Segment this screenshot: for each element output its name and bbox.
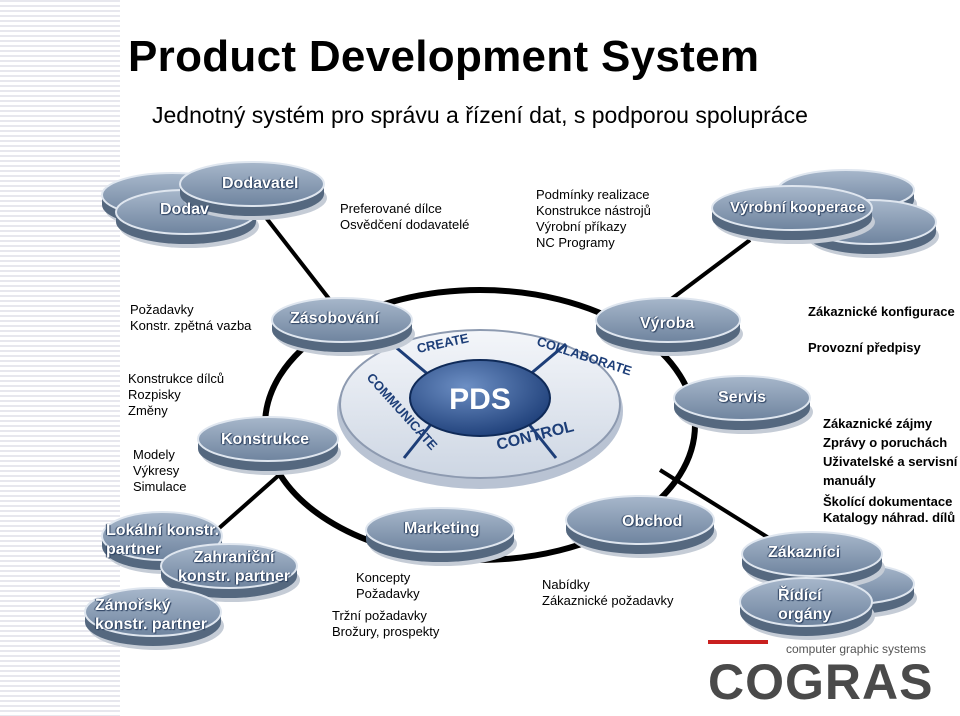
disk-servis bbox=[673, 375, 813, 434]
note-modely: Modely Výkresy Simulace bbox=[133, 447, 187, 494]
node-konstrukce[interactable]: Konstrukce bbox=[221, 431, 310, 448]
disk-dodavatel bbox=[179, 161, 327, 220]
node-ridici-line2: orgány bbox=[778, 606, 832, 623]
node-zamorsky-partner[interactable]: Zámořský konstr. partner bbox=[95, 596, 207, 634]
note-zakaznicke-konfigurace: Zákaznické konfigurace bbox=[808, 304, 955, 319]
disk-ridici bbox=[739, 577, 875, 640]
logo-tagline: computer graphic systems bbox=[786, 642, 927, 656]
pds-hub: PDS CREATE COLLABORATE COMMUNICATE CONTR… bbox=[337, 329, 634, 489]
note-konstrukce-dilcu: Konstrukce dílců Rozpisky Změny bbox=[128, 371, 225, 418]
note-provozni: Provozní předpisy bbox=[808, 340, 921, 355]
node-marketing[interactable]: Marketing bbox=[404, 520, 480, 537]
node-vyroba[interactable]: Výroba bbox=[640, 315, 695, 332]
page-title: Product Development System bbox=[128, 32, 760, 81]
cogras-logo: computer graphic systems COGRAS bbox=[708, 640, 932, 712]
note-nabidky: Nabídky Zákaznické požadavky bbox=[542, 577, 674, 608]
disk-shapes bbox=[84, 161, 939, 650]
hub-center-label: PDS bbox=[449, 383, 511, 416]
node-servis[interactable]: Servis bbox=[718, 389, 767, 406]
disk-zasobovani bbox=[271, 297, 415, 356]
disk-vyroba bbox=[595, 297, 743, 356]
disk-zahranicni bbox=[160, 543, 300, 602]
note-vyrobni: Podmínky realizace Konstrukce nástrojů V… bbox=[536, 187, 651, 250]
disk-kooperace bbox=[711, 185, 875, 244]
node-lokalni-partner[interactable]: Lokální konstr. partner bbox=[106, 521, 219, 559]
note-koncepty: Koncepty Požadavky bbox=[356, 570, 420, 601]
node-zamorsky-line2: konstr. partner bbox=[95, 616, 208, 633]
note-pozadavky: Požadavky Konstr. zpětná vazba bbox=[130, 302, 252, 333]
node-zahranicni-line1: Zahraniční bbox=[193, 549, 275, 566]
disk-marketing bbox=[365, 507, 517, 566]
node-ridici-line1: Řídící bbox=[778, 587, 822, 604]
disk-zamorsky bbox=[84, 587, 224, 650]
node-zasobovani[interactable]: Zásobování bbox=[290, 310, 379, 327]
node-lokalni-line1: Lokální konstr. bbox=[106, 522, 219, 539]
node-zamorsky-line1: Zámořský bbox=[95, 597, 171, 614]
disk-zakaznici bbox=[741, 531, 885, 590]
node-lokalni-line2: partner bbox=[106, 541, 162, 558]
note-dodavatel: Preferované dílce Osvědčení dodavatelé bbox=[340, 201, 470, 232]
node-vyrobni-kooperace[interactable]: Výrobní kooperace bbox=[730, 199, 866, 216]
disk-obchod bbox=[565, 495, 717, 558]
node-ridici-organy[interactable]: Řídící orgány bbox=[778, 586, 831, 624]
node-zahranicni-partner[interactable]: Zahraniční konstr. partner bbox=[178, 548, 290, 586]
logo-red-bar bbox=[708, 640, 768, 644]
node-zakaznici[interactable]: Zákazníci bbox=[768, 544, 841, 561]
node-dodavatel[interactable]: Dodavatel bbox=[222, 175, 299, 192]
node-obchod[interactable]: Obchod bbox=[622, 513, 683, 530]
node-zahranicni-line2: konstr. partner bbox=[178, 568, 291, 585]
note-trzni: Tržní požadavky Brožury, prospekty bbox=[332, 608, 440, 639]
page-subtitle: Jednotný systém pro správu a řízení dat,… bbox=[152, 102, 808, 128]
node-dodavatel-back[interactable]: Dodav bbox=[160, 201, 209, 218]
disk-konstrukce bbox=[197, 416, 341, 475]
logo-wordmark: COGRAS bbox=[708, 654, 934, 710]
note-servis: Zákaznické zájmy Zprávy o poruchách Uživ… bbox=[823, 416, 958, 525]
